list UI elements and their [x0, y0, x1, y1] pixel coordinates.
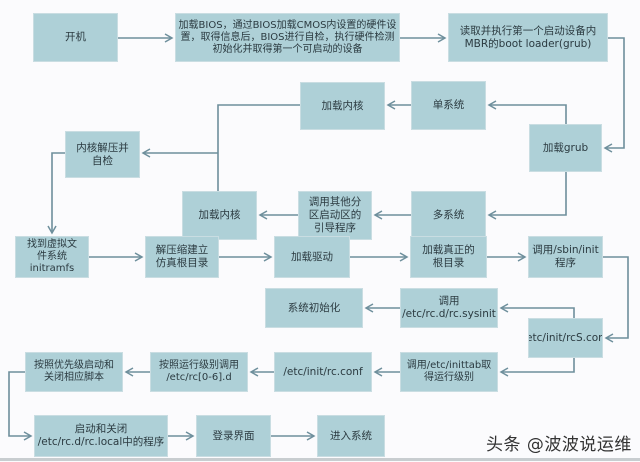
node-rcs-conf: /etc/init/rcS.conf [528, 318, 603, 358]
node-find-initramfs: 找到虚拟文 件系统 initramfs [15, 236, 89, 278]
node-enter-system: 进入系统 [317, 415, 385, 457]
node-power-on: 开机 [33, 13, 118, 62]
node-load-drivers: 加载驱动 [274, 236, 350, 278]
node-multi-system: 多系统 [411, 191, 486, 240]
arrow [487, 172, 567, 220]
arrow [603, 37, 625, 153]
node-kernel-decompress: 内核解压并 自检 [65, 131, 140, 178]
node-load-kernel-multi: 加载内核 [182, 191, 257, 240]
node-runlevel-rc: 按照运行级别调用 /etc/rc[0-6].d [150, 352, 248, 392]
node-priority-scripts: 按照优先级启动和 关闭相应脚本 [25, 352, 123, 392]
arrow [8, 371, 33, 441]
arrow [499, 358, 575, 377]
arrow [487, 100, 567, 124]
node-chain-loader: 调用其他分 区启动区的 引导程序 [298, 191, 372, 240]
node-rc-conf: /etc/init/rc.conf [274, 352, 372, 392]
node-inittab: 调用/etc/inittab取 得运行级别 [400, 352, 498, 392]
node-load-grub: 加载grub [529, 124, 602, 172]
node-call-sysinit: 调用 /etc/rc.d/rc.sysinit [400, 288, 498, 328]
node-load-bios: 加载BIOS，通过BIOS加载CMOS内设置的硬件设置，取得信息后，BIOS进行… [175, 13, 400, 62]
watermark: 头条 @波波说运维 [486, 435, 632, 455]
bottom-divider [0, 458, 640, 461]
node-load-kernel-single: 加载内核 [300, 82, 385, 130]
node-read-mbr: 读取并执行第一个启动设备内 MBR的boot loader(grub) [448, 13, 608, 62]
arrow [499, 303, 575, 318]
node-build-fake-root: 解压缩建立 仿真根目录 [145, 236, 219, 278]
arrow [47, 152, 65, 235]
arrow [603, 256, 629, 343]
node-rc-local: 启动和关闭 /etc/rc.d/rc.local中的程序 [34, 415, 168, 457]
node-system-init: 系统初始化 [265, 288, 363, 328]
node-single-system: 单系统 [411, 81, 486, 130]
node-load-real-root: 加载真正的 根目录 [410, 236, 487, 278]
node-call-init: 调用/sbin/init 程序 [528, 236, 603, 278]
line [217, 104, 300, 191]
node-login: 登录界面 [196, 415, 271, 457]
